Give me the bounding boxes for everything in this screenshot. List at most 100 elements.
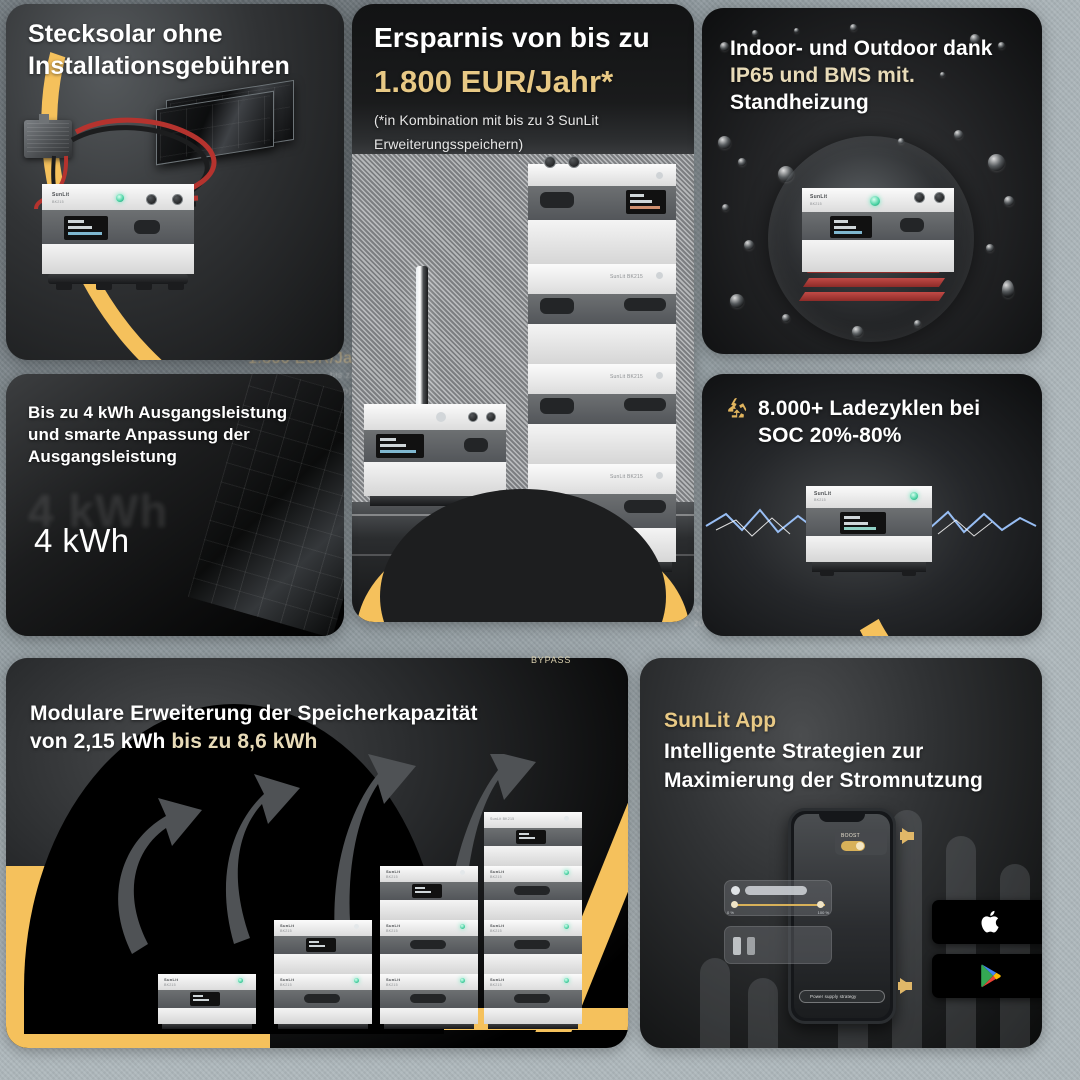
water-droplet-icon: [940, 72, 945, 77]
stecksolar-headline-line1: Stecksolar ohne: [28, 20, 223, 48]
app-headline-line1: Intelligente Strategien zur: [664, 740, 924, 763]
ausgangsleistung-panel[interactable]: 4 kWh 4 kWh Bis zu 4 kWh Ausgangsleistun…: [6, 374, 344, 636]
water-droplet-icon: [998, 42, 1005, 49]
ghost-label-tiny-4: M: [694, 604, 702, 614]
soc-slider-track[interactable]: [733, 904, 825, 906]
apple-app-store-badge[interactable]: [932, 900, 1042, 944]
ghost-label-tiny-5: zu: [694, 618, 705, 628]
phone-mockup: BOOST Power supply strategy: [788, 808, 896, 1024]
boost-card[interactable]: BOOST: [835, 829, 887, 855]
water-droplet-icon: [778, 166, 794, 182]
sunlit-app-panel[interactable]: BOOST Power supply strategy 0 % 100 %: [640, 658, 1042, 1048]
water-droplet-icon: [986, 244, 994, 252]
water-droplet-icon: [782, 314, 790, 322]
device-card[interactable]: [724, 926, 832, 964]
soc-max-label: 100 %: [817, 910, 829, 915]
ghost-label-tiny-3: d: [694, 590, 700, 600]
water-droplet-icon: [1004, 196, 1014, 206]
water-droplet-icon: [744, 240, 754, 250]
google-play-badge[interactable]: [932, 954, 1042, 998]
gold-pointer-arrow-icon: [900, 978, 912, 994]
boost-toggle[interactable]: [841, 841, 865, 851]
battery-model-label: BK215: [814, 498, 826, 502]
background-pill-bars: [748, 978, 778, 1048]
battery-stack-4: SunLit BK215 SunLit BK215 SunLit BK215: [484, 812, 582, 1029]
water-droplet-icon: [730, 294, 744, 308]
stecksolar-headline-line2: Installationsgebühren: [28, 52, 290, 80]
soc-chip: [745, 886, 807, 895]
battery-brand-label: SunLit: [810, 194, 828, 200]
water-droplet-icon: [738, 158, 746, 166]
battery-model-label: BK215: [52, 200, 64, 204]
app-headline-line2: Maximierung der Stromnutzung: [664, 768, 983, 792]
modular-headline-line2-plain: von 2,15 kWh: [30, 730, 172, 754]
battery-model-label: BK215: [810, 202, 822, 206]
lightning-bolt-icon: [705, 508, 1037, 537]
micro-inverter-icon: [24, 120, 72, 158]
floor-lamp-icon: [416, 266, 428, 442]
water-droplet-icon: [722, 204, 729, 211]
ersparnis-footnote-line1: (*in Kombination mit bis zu 3 SunLit: [374, 112, 599, 128]
stecksolar-panel[interactable]: SunLit BK215 Stecksolar ohne Installatio…: [6, 4, 344, 360]
battery-unit-icon-front: [364, 404, 506, 506]
background-pill-bars: [892, 810, 922, 1048]
recycle-icon: [728, 398, 747, 418]
ersparnis-amount: 1.800 EUR/Jahr*: [374, 64, 614, 99]
water-droplet-icon: [852, 326, 863, 337]
soc-range-card[interactable]: 0 % 100 %: [724, 880, 832, 916]
heating-plate-icon: [798, 292, 946, 301]
apple-icon: [981, 910, 999, 933]
ladezyklen-panel[interactable]: SunLit BK215 8.000+ Ladezyklen bei SOC 2…: [702, 374, 1042, 636]
boost-label: BOOST: [841, 833, 861, 839]
battery-brand-label: SunLit: [814, 491, 832, 497]
ladezyklen-headline-line2: SOC 20%-80%: [758, 423, 902, 447]
water-droplet-icon: [988, 154, 1005, 171]
ersparnis-panel[interactable]: SunLit BK215 SunLit BK215 SunLit BK215: [352, 4, 694, 622]
bypass-tag: BYPASS: [531, 655, 572, 665]
background-pill-bars: [700, 958, 730, 1048]
water-droplet-icon: [720, 42, 729, 51]
water-droplet-icon: [718, 136, 731, 149]
battery-dot-icon: [731, 886, 740, 895]
ip65-headline-line2: IP65 und BMS mit.: [730, 63, 915, 87]
water-droplet-icon: [752, 30, 758, 36]
ladezyklen-headline-line1: 8.000+ Ladezyklen bei: [758, 397, 981, 420]
heating-plate-icon: [802, 278, 946, 287]
power-supply-strategy-button[interactable]: Power supply strategy: [799, 990, 885, 1003]
water-droplet-icon: [914, 320, 921, 327]
water-droplet-icon: [954, 130, 963, 139]
battery-brand-label: SunLit: [52, 192, 70, 198]
power-supply-strategy-label: Power supply strategy: [810, 994, 857, 999]
battery-unit-icon: SunLit BK215: [802, 188, 954, 272]
battery-stack-2: SunLit BK215 SunLit BK215: [274, 920, 372, 1029]
battery-unit-icon: SunLit BK215: [806, 486, 932, 576]
soc-slider-handle-min[interactable]: [731, 901, 738, 908]
ausgangsleistung-headline-line1: Bis zu 4 kWh Ausgangsleistung: [28, 403, 288, 422]
battery-unit-icon: SunLit BK215: [42, 184, 194, 294]
phone-notch: [819, 811, 865, 822]
big-kwh-value: 4 kWh: [34, 522, 130, 559]
inverter-bracket-icon: [39, 114, 49, 123]
ersparnis-headline: Ersparnis von bis zu: [374, 22, 650, 53]
sunlit-app-brand-line: SunLit App: [664, 709, 777, 732]
soc-slider-handle-max[interactable]: [817, 901, 824, 908]
water-droplet-icon: [794, 28, 799, 33]
ersparnis-footnote-line2: Erweiterungsspeichern): [374, 135, 524, 152]
google-play-icon: [981, 964, 1001, 988]
device-thumb-icon: [733, 937, 741, 955]
device-thumb-icon: [747, 937, 755, 955]
modulare-erweiterung-panel[interactable]: SunLit BK215 SunLit BK215: [6, 658, 628, 1048]
ghost-kwh-value: 4 kWh: [28, 485, 169, 537]
ip65-headline-line1: Indoor- und Outdoor dank: [730, 37, 993, 60]
modular-headline-line2-highlight: bis zu 8,6 kWh: [171, 730, 318, 754]
battery-stack-3: SunLit BK215 SunLit BK215 SunLit BK215: [380, 866, 478, 1029]
ip65-bms-panel[interactable]: SunLit BK215 Indoor- und Outdoor dank IP…: [702, 8, 1042, 354]
water-droplet-icon: [1002, 280, 1014, 298]
gold-pointer-arrow-icon: [902, 828, 914, 844]
ip65-headline-line3: Standheizung: [730, 90, 869, 114]
ausgangsleistung-headline-line2: und smarte Anpassung der: [28, 424, 250, 444]
water-droplet-icon: [850, 24, 857, 31]
soc-min-label: 0 %: [727, 910, 734, 915]
ghost-label-tiny-1: bis zu 3 S: [330, 370, 373, 380]
modular-headline-line1: Modulare Erweiterung der Speicherkapazit…: [30, 702, 478, 725]
